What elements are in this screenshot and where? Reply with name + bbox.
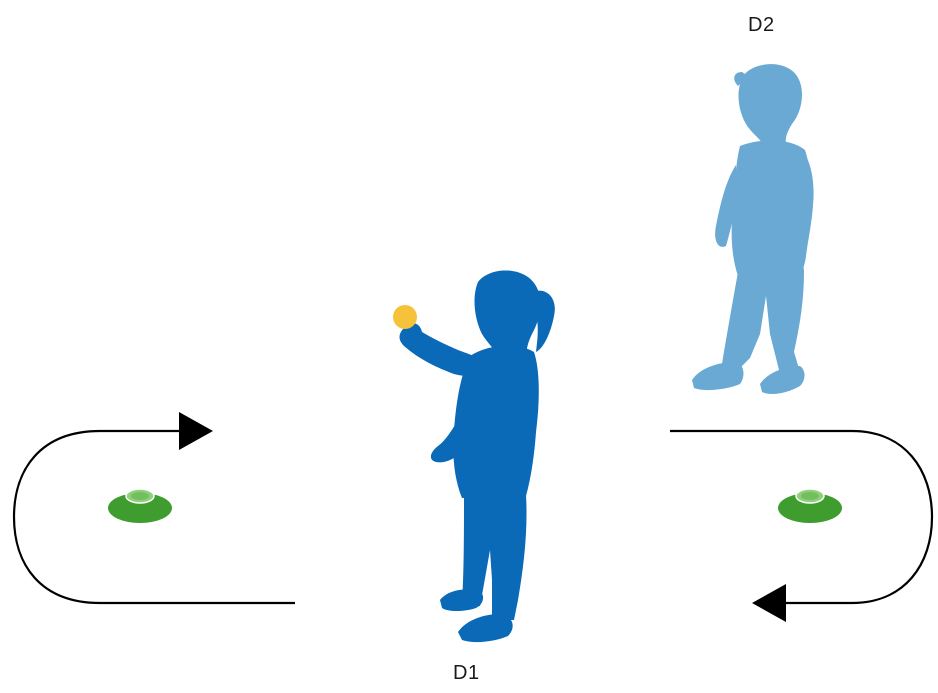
left-loop-path [12, 429, 295, 605]
cone-icon [108, 488, 172, 523]
label-d2: D2 [748, 14, 775, 36]
right-loop [670, 429, 934, 622]
arrow-head-icon [179, 412, 213, 450]
left-loop [12, 412, 295, 605]
right-loop-path [670, 429, 934, 605]
child-silhouette-icon [692, 64, 814, 394]
child-silhouette-icon [399, 270, 555, 643]
label-d1: D1 [453, 662, 480, 684]
cone-icon [778, 488, 842, 523]
ball-icon [393, 305, 417, 329]
arrow-head-icon [752, 584, 786, 622]
